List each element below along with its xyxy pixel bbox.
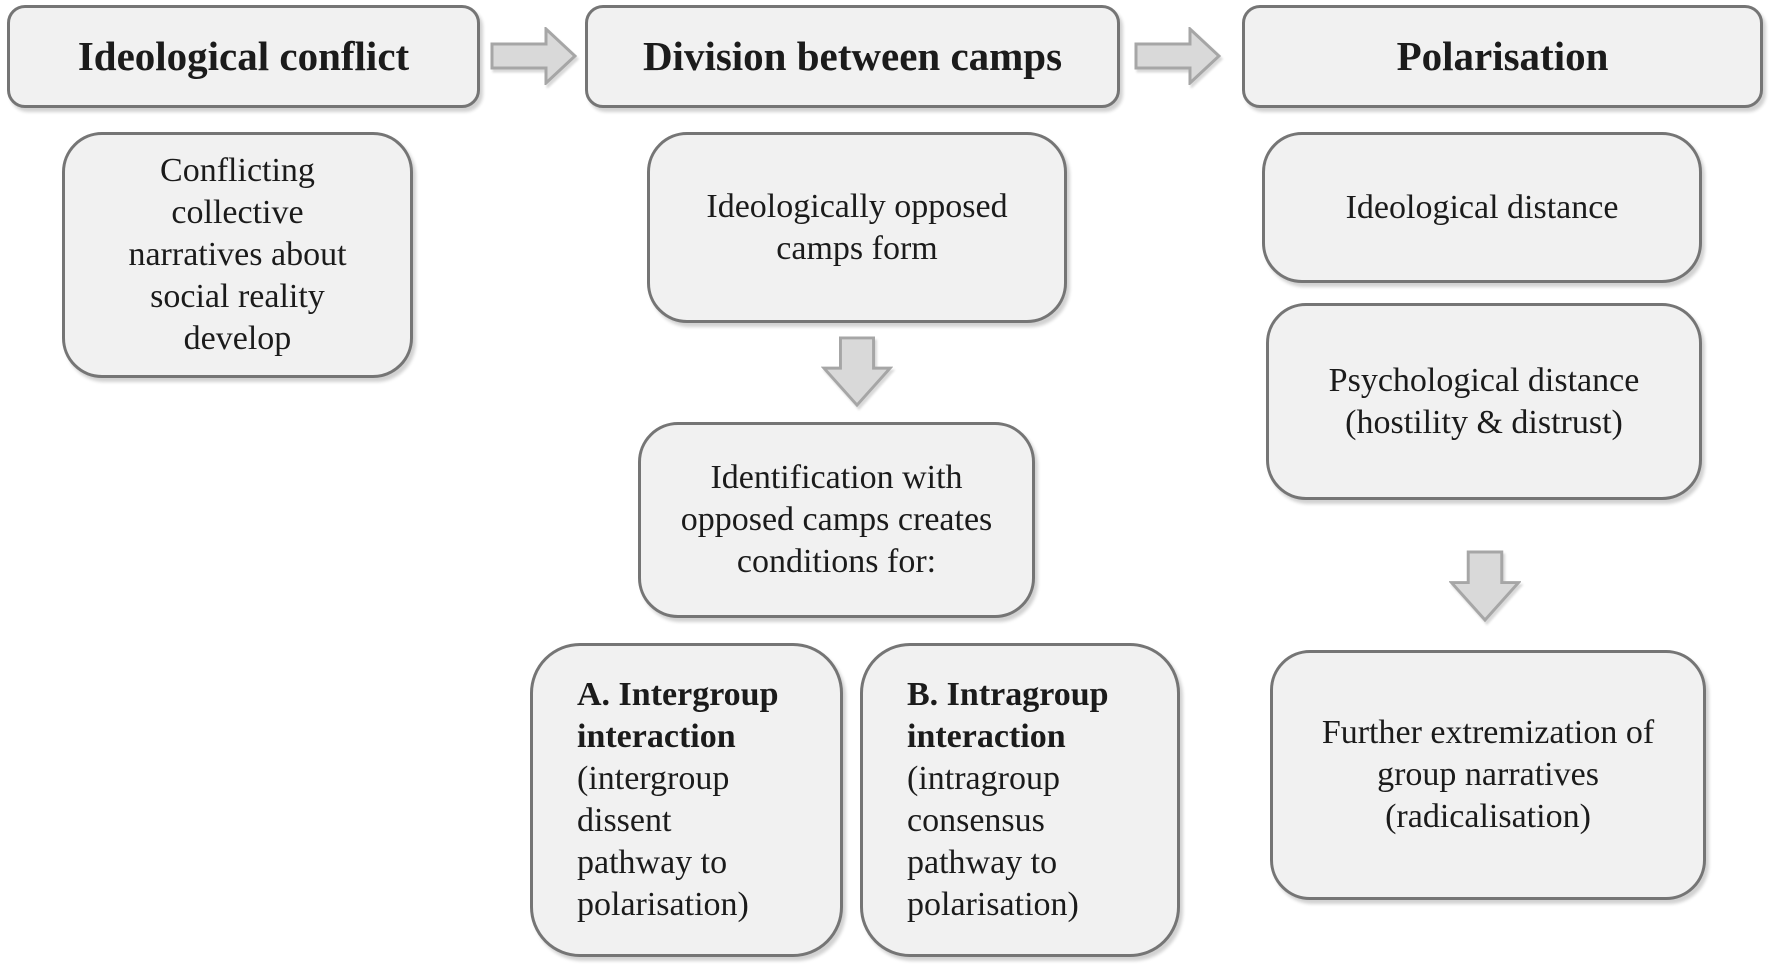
box-identification-with-camps: Identification with opposed camps create…: [638, 422, 1035, 618]
box-intergroup-interaction: A. Intergroup interaction (intergroup di…: [530, 643, 843, 957]
box-ideologically-opposed-camps-text: Ideologically opposed camps form: [706, 187, 1008, 267]
box-intergroup-interaction-title: A. Intergroup interaction: [577, 676, 779, 755]
header-ideological-conflict: Ideological conflict: [7, 5, 480, 108]
box-identification-with-camps-text: Identification with opposed camps create…: [680, 459, 993, 580]
box-further-extremization: Further extremization of group narrative…: [1270, 650, 1706, 900]
box-conflicting-narratives-text: Conflicting collective narratives about …: [128, 152, 347, 357]
arrow-down-icon: [1449, 550, 1521, 623]
header-polarisation: Polarisation: [1242, 5, 1763, 108]
box-further-extremization-text: Further extremization of group narrative…: [1321, 714, 1655, 835]
box-psychological-distance: Psychological distance (hostility & dist…: [1266, 303, 1702, 500]
header-ideological-conflict-label: Ideological conflict: [77, 32, 410, 79]
box-intragroup-interaction: B. Intragroup interaction (intragroup co…: [860, 643, 1180, 957]
box-intergroup-interaction-body: (intergroup dissent pathway to polarisat…: [577, 760, 749, 923]
arrow-right-icon: [490, 27, 577, 85]
box-ideological-distance-text: Ideological distance: [1345, 188, 1619, 226]
box-intragroup-interaction-body: (intragroup consensus pathway to polaris…: [907, 760, 1079, 923]
box-psychological-distance-text: Psychological distance (hostility & dist…: [1328, 361, 1640, 441]
box-intragroup-interaction-title: B. Intragroup interaction: [907, 676, 1109, 755]
box-conflicting-narratives: Conflicting collective narratives about …: [62, 132, 413, 378]
header-division-between-camps-label: Division between camps: [642, 32, 1063, 79]
header-polarisation-label: Polarisation: [1396, 32, 1609, 79]
box-ideologically-opposed-camps: Ideologically opposed camps form: [647, 132, 1067, 323]
box-ideological-distance: Ideological distance: [1262, 132, 1702, 283]
arrow-down-icon: [821, 336, 893, 408]
header-division-between-camps: Division between camps: [585, 5, 1120, 108]
arrow-right-icon: [1134, 27, 1221, 85]
